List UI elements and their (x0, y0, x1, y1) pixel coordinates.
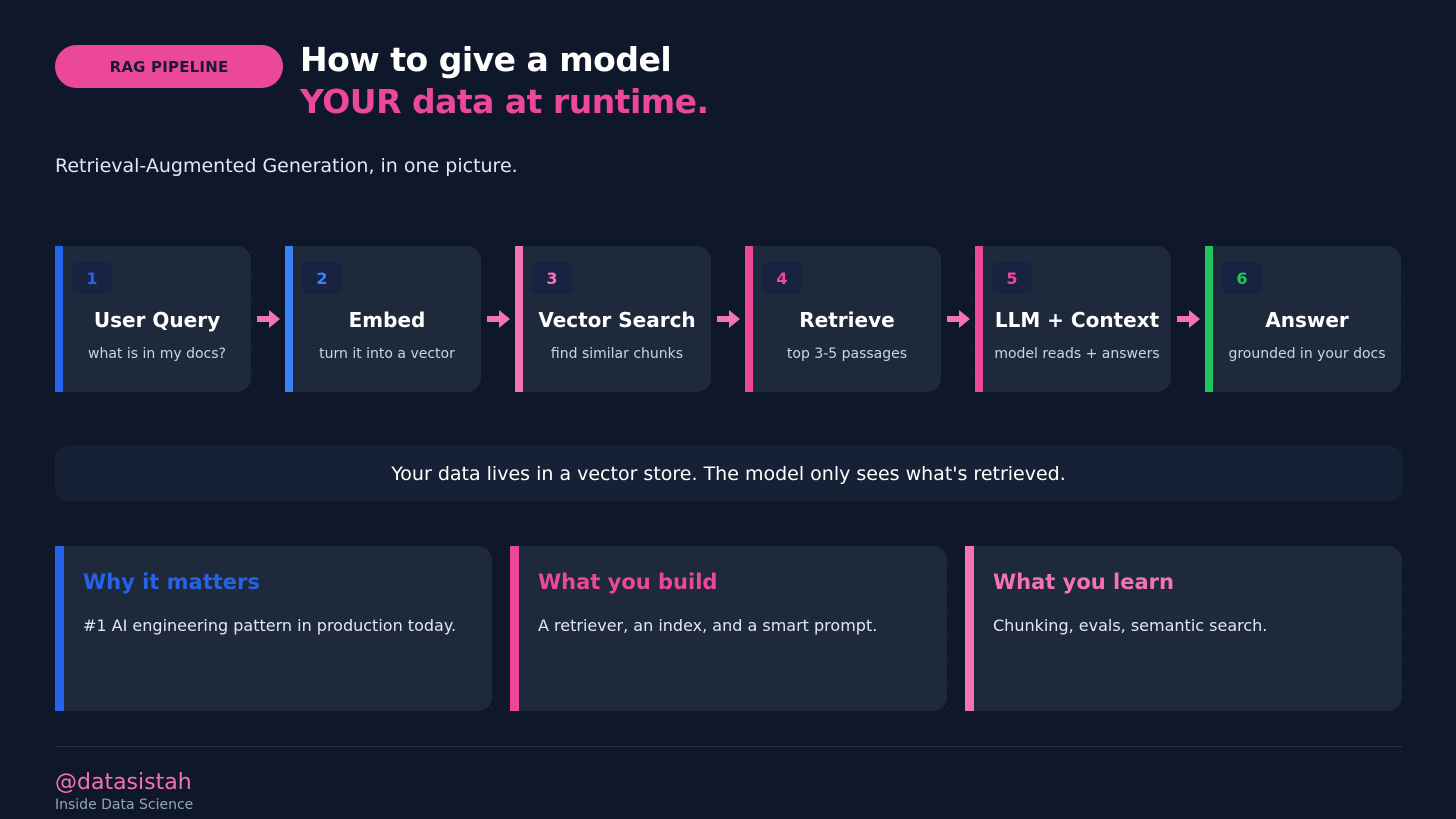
step-description: turn it into a vector (319, 346, 455, 362)
vector-store-banner: Your data lives in a vector store. The m… (55, 446, 1402, 501)
arrow-right-icon (1177, 310, 1200, 328)
step-description: model reads + answers (994, 346, 1160, 362)
card-what-you-build: What you build A retriever, an index, an… (510, 546, 947, 711)
card-title: Why it matters (83, 570, 260, 594)
card-description: #1 AI engineering pattern in production … (83, 616, 457, 635)
step-title: Embed (348, 308, 426, 332)
step-card-user-query: 1 User Query what is in my docs? (55, 246, 251, 392)
arrow-right-icon (487, 310, 510, 328)
rag-pipeline-badge: RAG PIPELINE (55, 45, 283, 88)
step-description: find similar chunks (550, 346, 684, 362)
step-number: 2 (302, 262, 342, 294)
step-card-embed: 2 Embed turn it into a vector (285, 246, 481, 392)
arrow-right-icon (717, 310, 740, 328)
card-description: A retriever, an index, and a smart promp… (538, 616, 878, 635)
step-description: top 3-5 passages (786, 346, 908, 362)
step-description: what is in my docs? (88, 346, 226, 362)
card-why-it-matters: Why it matters #1 AI engineering pattern… (55, 546, 492, 711)
card-title: What you learn (993, 570, 1174, 594)
step-number: 1 (72, 262, 112, 294)
author-handle: @datasistah (55, 770, 192, 795)
step-number: 4 (762, 262, 802, 294)
footer-divider (55, 746, 1402, 747)
page-title-line1: How to give a model (300, 40, 672, 79)
card-title: What you build (538, 570, 718, 594)
step-title: Retrieve (799, 308, 895, 332)
organization-name: Inside Data Science (55, 797, 194, 813)
card-what-you-learn: What you learn Chunking, evals, semantic… (965, 546, 1402, 711)
step-title: LLM + Context (994, 308, 1160, 332)
page-subtitle: Retrieval-Augmented Generation, in one p… (55, 155, 518, 177)
arrow-right-icon (947, 310, 970, 328)
step-number: 3 (532, 262, 572, 294)
card-description: Chunking, evals, semantic search. (993, 616, 1268, 635)
arrow-right-icon (257, 310, 280, 328)
step-description: grounded in your docs (1228, 346, 1386, 362)
step-number: 5 (992, 262, 1032, 294)
step-card-retrieve: 4 Retrieve top 3-5 passages (745, 246, 941, 392)
step-card-vector-search: 3 Vector Search find similar chunks (515, 246, 711, 392)
step-title: User Query (93, 308, 221, 332)
step-card-llm-context: 5 LLM + Context model reads + answers (975, 246, 1171, 392)
page-title-line2: YOUR data at runtime. (300, 82, 709, 121)
step-number: 6 (1222, 262, 1262, 294)
step-title: Vector Search (538, 308, 696, 332)
step-title: Answer (1265, 308, 1349, 332)
step-card-answer: 6 Answer grounded in your docs (1205, 246, 1401, 392)
